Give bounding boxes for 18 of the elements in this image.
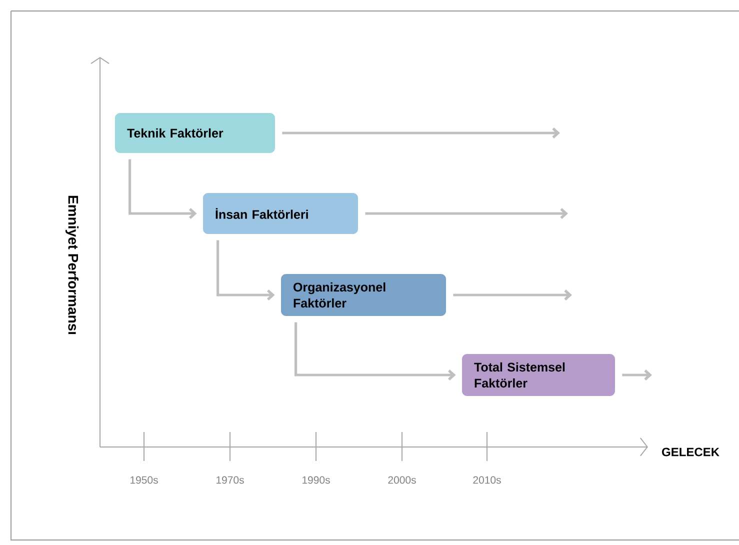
arrow bbox=[128, 159, 197, 219]
tick-label: 1950s bbox=[130, 476, 158, 484]
process-box: Organizasyonel Faktörler bbox=[281, 274, 446, 316]
arrow bbox=[453, 290, 572, 300]
axis-title: Emniyet Performansı bbox=[65, 196, 79, 334]
arrow bbox=[622, 370, 652, 380]
process-box: Teknik Faktörler bbox=[115, 113, 275, 153]
arrow bbox=[282, 128, 560, 138]
tick-label: 1970s bbox=[216, 476, 244, 484]
arrow bbox=[294, 322, 456, 380]
arrow bbox=[365, 208, 568, 219]
axis-label: GELECEK bbox=[662, 448, 720, 456]
process-box: Total Sistemsel Faktörler bbox=[462, 354, 615, 396]
tick-label: 1990s bbox=[302, 476, 330, 484]
arrow bbox=[216, 240, 275, 300]
process-box: İnsan Faktörleri bbox=[203, 193, 358, 234]
tick-label: 2000s bbox=[388, 476, 416, 484]
tick-label: 2010s bbox=[473, 476, 501, 484]
